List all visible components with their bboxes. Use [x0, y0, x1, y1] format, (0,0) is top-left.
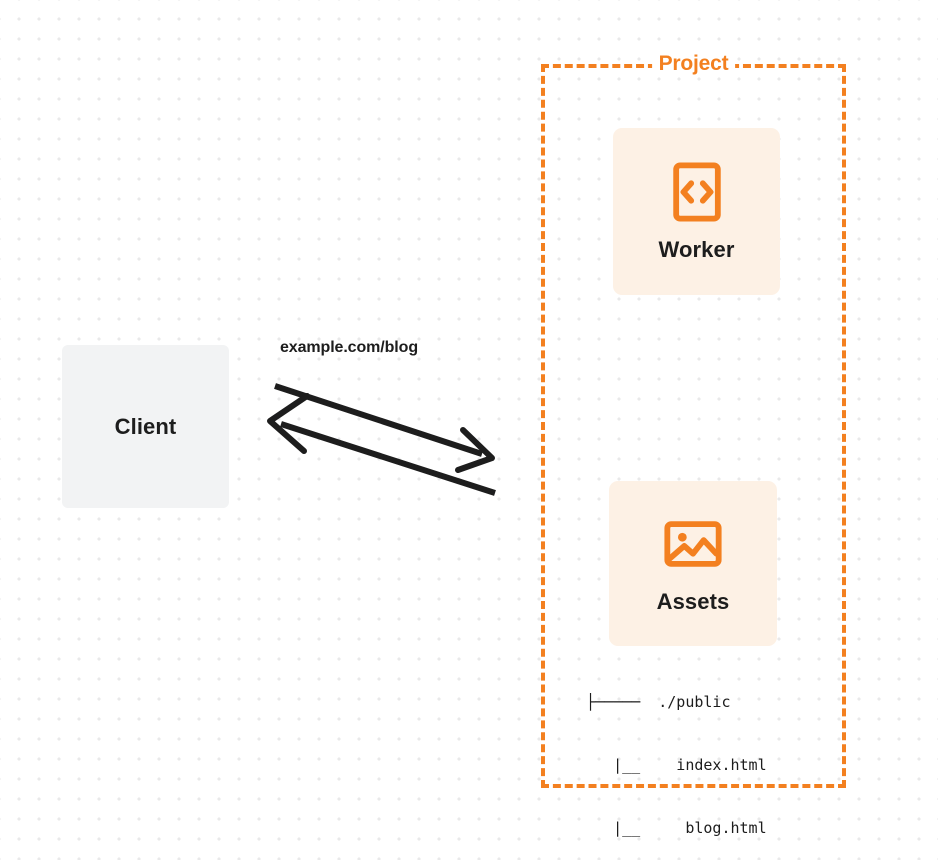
- client-node[interactable]: Client: [62, 345, 229, 508]
- response-arrow-line: [280, 421, 496, 496]
- worker-label: Worker: [658, 236, 735, 262]
- project-container: Project: [541, 52, 846, 788]
- tree-row: |__ blog.html: [586, 819, 767, 837]
- code-brackets-icon: [672, 161, 721, 222]
- asset-file-tree: ├───── ./public |__ index.html |__ blog.…: [586, 650, 767, 860]
- response-arrow-head: [267, 393, 310, 454]
- project-title: Project: [651, 52, 736, 76]
- client-label: Client: [114, 413, 177, 439]
- request-arrow: [274, 383, 495, 473]
- tree-row: ├───── ./public: [586, 693, 731, 711]
- image-icon: [664, 520, 722, 567]
- response-arrow: [267, 393, 496, 496]
- request-arrow-head: [455, 427, 495, 473]
- worker-card[interactable]: Worker: [613, 128, 780, 295]
- request-url-label: example.com/blog: [280, 339, 418, 356]
- assets-card[interactable]: Assets: [609, 481, 777, 646]
- assets-label: Assets: [656, 588, 730, 614]
- tree-row: |__ index.html: [586, 756, 767, 774]
- request-arrow-line: [274, 383, 483, 457]
